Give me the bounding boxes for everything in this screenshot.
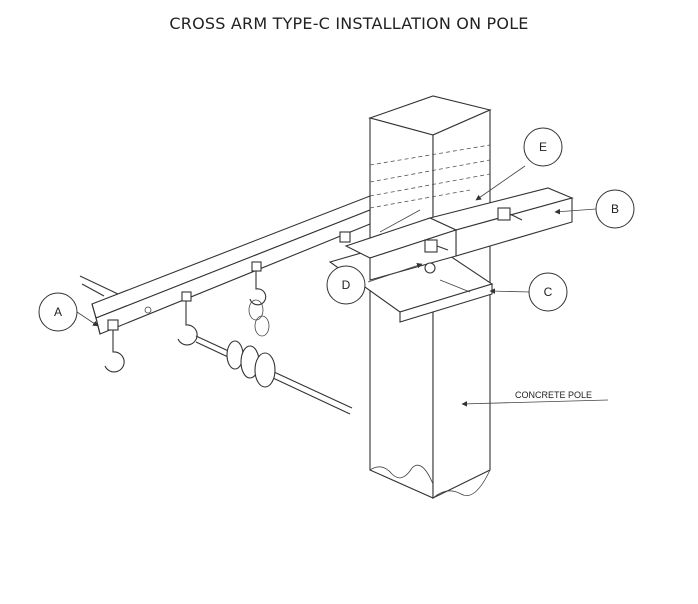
- insulator: [195, 335, 353, 415]
- callout-c-label: C: [544, 285, 553, 299]
- callout-d: D: [326, 265, 366, 305]
- leader-d: [367, 262, 423, 283]
- callout-b: B: [595, 189, 635, 229]
- bolts: [339, 207, 523, 274]
- callout-a-label: A: [54, 305, 62, 319]
- callout-e-label: E: [539, 140, 547, 154]
- callout-e: E: [523, 127, 563, 167]
- callout-c: C: [528, 272, 568, 312]
- hooks: [104, 261, 270, 373]
- callout-a: A: [38, 292, 78, 332]
- diagram-title: CROSS ARM TYPE-C INSTALLATION ON POLE: [169, 14, 529, 33]
- callout-d-label: D: [342, 278, 351, 292]
- callout-b-label: B: [611, 202, 619, 216]
- cross-arm: [79, 195, 371, 335]
- leader-c: [489, 288, 531, 294]
- leader-e: [475, 165, 526, 201]
- leader-pole: [461, 399, 609, 407]
- leader-b: [554, 208, 597, 215]
- pole-label: CONCRETE POLE: [515, 390, 592, 400]
- leader-a: [76, 311, 99, 327]
